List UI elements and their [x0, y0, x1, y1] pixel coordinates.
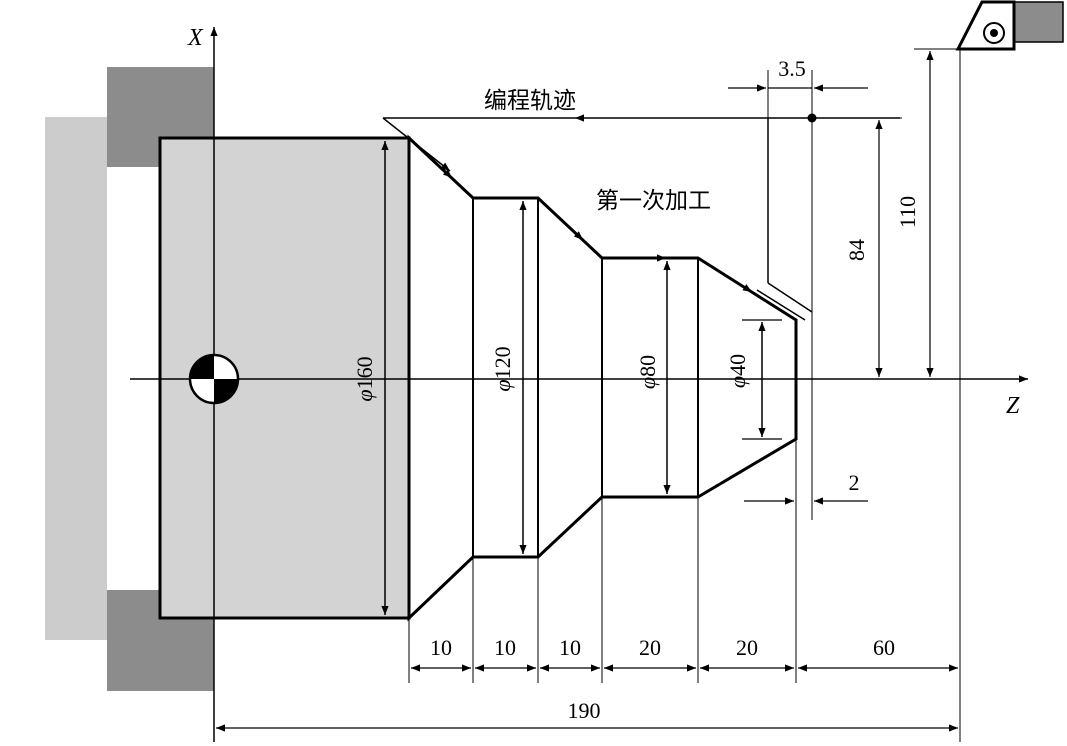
- diameter-dimensions: φ160 φ120 φ80 φ40: [352, 141, 782, 615]
- cutting-tool: [955, 0, 1064, 51]
- chuck: [45, 67, 214, 691]
- dim-seg-4: 20: [639, 635, 661, 660]
- dim-seg-5: 20: [736, 635, 758, 660]
- origin-symbol: [188, 353, 240, 405]
- diameter-40-label: φ40: [725, 354, 750, 388]
- chuck-body: [45, 117, 107, 640]
- dim-offset-3-5: 3.5: [778, 56, 806, 81]
- radius-dimensions: 84 110: [816, 48, 960, 377]
- axes: X Z: [130, 25, 1028, 742]
- first-pass-label: 第一次加工: [596, 188, 711, 214]
- toolpath: 编程轨迹: [382, 88, 900, 172]
- z-axis-label: Z: [1006, 393, 1020, 419]
- dim-vertical-84: 84: [844, 239, 869, 261]
- x-axis-label: X: [187, 25, 204, 51]
- length-dimensions: 10 10 10 20 20 60 190: [216, 49, 961, 742]
- first-pass-path: 第一次加工: [408, 118, 813, 321]
- dim-vertical-110: 110: [895, 196, 920, 228]
- toolpath-label: 编程轨迹: [484, 88, 576, 114]
- diameter-120-label: φ120: [490, 346, 515, 391]
- dim-seg-3: 10: [559, 635, 581, 660]
- dim-seg-2: 10: [494, 635, 516, 660]
- dim-offset-2: 2: [849, 470, 860, 495]
- dim-seg-6: 60: [873, 635, 895, 660]
- workpiece: [158, 134, 798, 622]
- offset-dimensions: 3.5 2: [728, 56, 868, 520]
- diameter-160-label: φ160: [352, 356, 377, 401]
- diameter-80-label: φ80: [635, 355, 660, 389]
- dim-seg-1: 10: [430, 635, 452, 660]
- dim-total-190: 190: [568, 698, 601, 723]
